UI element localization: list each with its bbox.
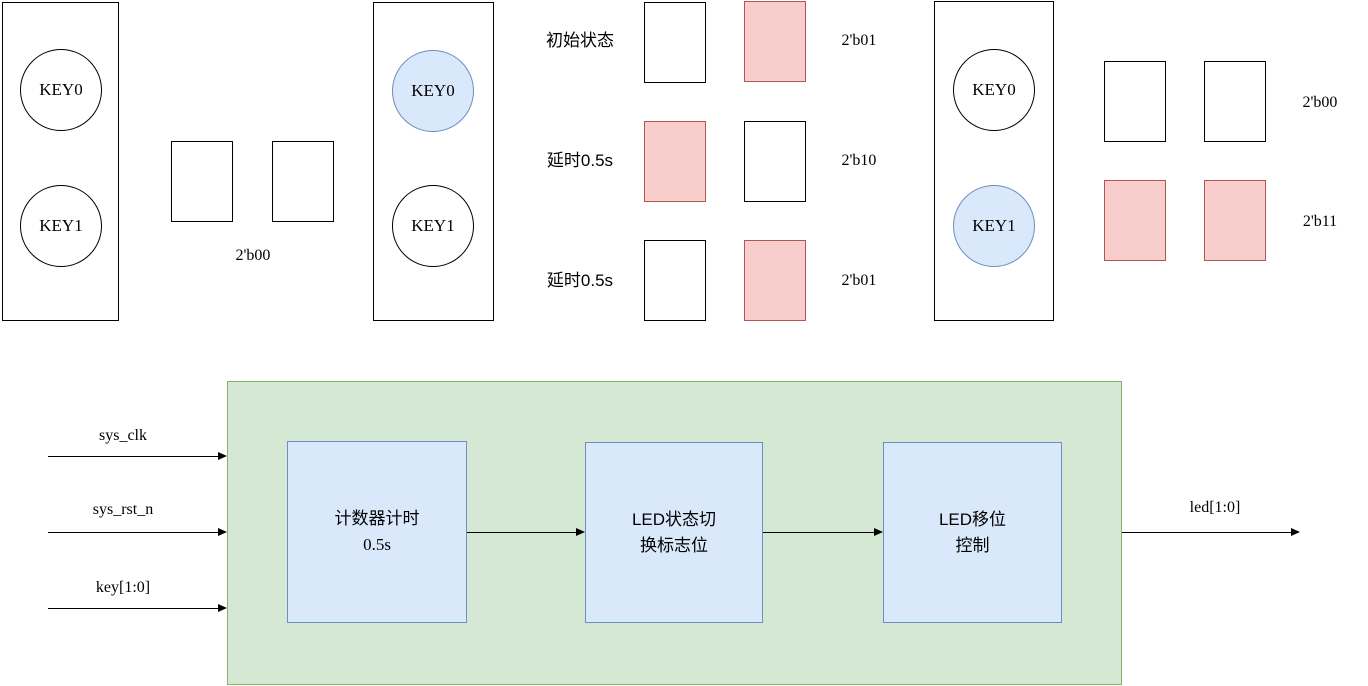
state-value-label: 2'b11 (1302, 213, 1338, 230)
state-value-label: 2'b10 (841, 152, 877, 169)
module-counter-timer: 计数器计时 0.5s (287, 441, 467, 623)
signal-label-key: key[1:0] (95, 579, 151, 596)
state-name-label: 延时0.5s (546, 271, 614, 290)
signal-arrow-sys-clk (48, 452, 227, 460)
led-square (1104, 61, 1166, 142)
led-square (644, 2, 706, 83)
signal-arrow-key (48, 604, 227, 612)
module-led-shift-control: LED移位 控制 (883, 442, 1062, 623)
module-label-line2: 换标志位 (640, 535, 708, 555)
key1-label: KEY1 (411, 216, 455, 235)
led-square (171, 141, 233, 222)
key1-button: KEY1 (392, 185, 474, 267)
key1-label: KEY1 (972, 216, 1016, 235)
state-value-label: 2'b00 (1302, 94, 1338, 111)
arrow-flag-to-shift (763, 528, 883, 536)
key1-label: KEY1 (39, 216, 83, 235)
arrow-counter-to-flag (467, 528, 585, 536)
signal-label-led: led[1:0] (1189, 499, 1241, 516)
led-square (1204, 61, 1266, 142)
key0-label: KEY0 (39, 80, 83, 99)
signal-arrow-sys-rst-n (48, 528, 227, 536)
module-label-line1: LED移位 (938, 509, 1007, 529)
key1-button: KEY1 (20, 185, 102, 267)
module-label-line1: 计数器计时 (334, 509, 420, 528)
signal-label-sys-rst-n: sys_rst_n (92, 501, 154, 518)
signal-arrow-led (1122, 528, 1300, 536)
led-square (744, 240, 806, 321)
module-label-line2: 0.5s (363, 535, 391, 554)
led-square (744, 1, 806, 82)
led-square (1204, 180, 1266, 261)
module-label-line2: 控制 (955, 535, 990, 555)
led-square (1104, 180, 1166, 261)
led-square (644, 121, 706, 202)
state-value-label: 2'b01 (841, 272, 877, 289)
state-value-label: 2'b01 (841, 32, 877, 49)
key0-button: KEY0 (392, 50, 474, 132)
led-square (744, 121, 806, 202)
led-square (644, 240, 706, 321)
module-label-line1: LED状态切 (631, 509, 717, 529)
key0-button: KEY0 (20, 49, 102, 131)
key0-label: KEY0 (411, 81, 455, 100)
state-name-label: 延时0.5s (546, 151, 614, 170)
state-name-label: 初始状态 (546, 31, 614, 50)
state-value-label: 2'b00 (235, 247, 271, 264)
key0-button: KEY0 (953, 49, 1035, 131)
signal-label-sys-clk: sys_clk (99, 427, 147, 444)
key0-label: KEY0 (972, 80, 1016, 99)
module-led-state-flag: LED状态切 换标志位 (585, 442, 763, 623)
led-square (272, 141, 334, 222)
key1-button: KEY1 (953, 185, 1035, 267)
